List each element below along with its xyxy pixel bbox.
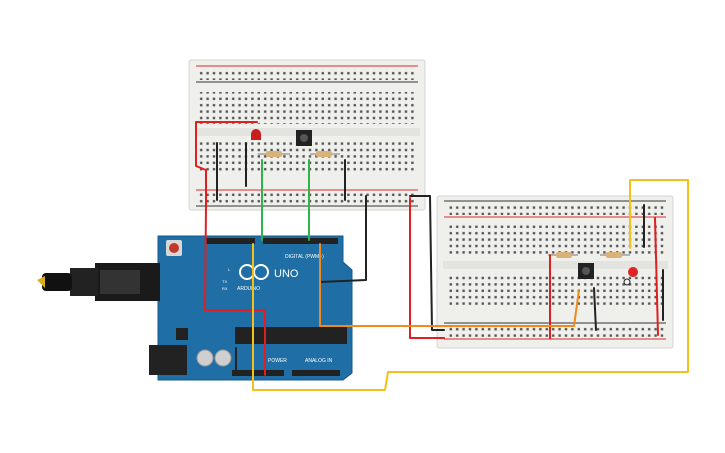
usb-plug-icon	[100, 270, 140, 294]
usb-cable[interactable]	[37, 263, 160, 301]
breadboard-right[interactable]	[436, 195, 674, 349]
tx-label: TX	[222, 279, 227, 284]
resistor-top-1[interactable]	[258, 151, 290, 157]
power-jack	[149, 345, 187, 375]
power-label: POWER	[268, 358, 287, 364]
wire-red-1[interactable]	[195, 121, 258, 207]
wire-red-2[interactable]	[204, 205, 266, 376]
led-top[interactable]	[251, 129, 261, 140]
wire-red-3[interactable]	[409, 197, 445, 339]
pushbutton-top[interactable]	[296, 130, 312, 146]
resistor-right-1[interactable]	[548, 252, 578, 258]
l-label: L	[228, 267, 231, 272]
wire-red-5[interactable]	[654, 217, 659, 336]
wire-orange[interactable]	[319, 243, 580, 327]
atmega-chip	[235, 327, 347, 344]
logo-text: ARDUINO	[237, 286, 260, 292]
resistor-right-2[interactable]	[600, 252, 630, 258]
model-text: UNO	[274, 268, 299, 280]
pushbutton-right[interactable]	[578, 263, 594, 279]
resistor-top-2[interactable]	[310, 151, 340, 157]
wire-black-4[interactable]	[319, 195, 367, 283]
digital-label: DIGITAL (PWM~)	[285, 254, 324, 260]
arduino-uno[interactable]: ARDUINO UNO DIGITAL (PWM~) POWER ANALOG …	[149, 235, 353, 381]
wire-black-5[interactable]	[409, 195, 445, 331]
analog-label: ANALOG IN	[305, 358, 333, 364]
wire-black-6[interactable]	[593, 287, 597, 331]
led-right[interactable]	[623, 267, 638, 286]
wire-yellow[interactable]	[252, 179, 689, 391]
rx-label: RX	[222, 286, 228, 291]
